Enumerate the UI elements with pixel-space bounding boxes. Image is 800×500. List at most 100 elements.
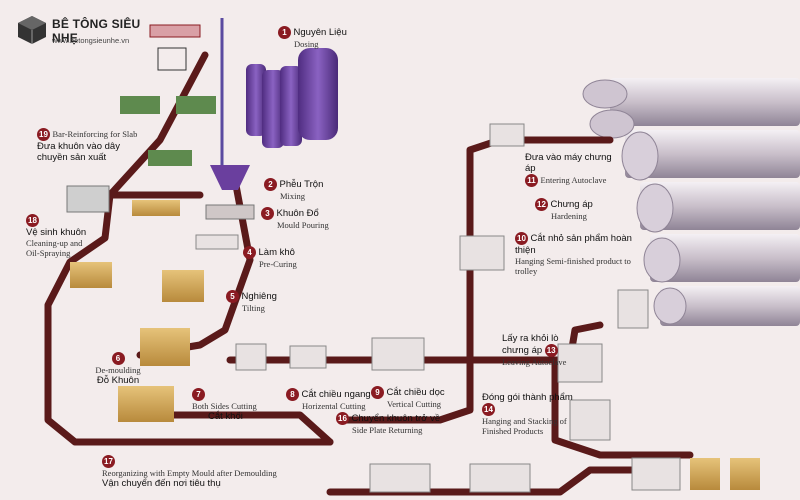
cutting-block bbox=[289, 345, 327, 369]
step-7-title: Cắt khối bbox=[208, 411, 243, 422]
cube-logo-icon bbox=[18, 16, 46, 44]
side-plate bbox=[118, 386, 174, 422]
step-6-badge: 6 bbox=[111, 352, 125, 365]
autoclave-cylinder bbox=[625, 130, 800, 178]
rebar-frame bbox=[157, 47, 187, 71]
trolley-product bbox=[459, 235, 505, 271]
step-5-label: 5 Nghiêng Tilting bbox=[226, 290, 277, 313]
autoclave-group bbox=[582, 78, 800, 326]
step-6-subtitle: De-moulding bbox=[95, 365, 141, 375]
step-9-badge: 9 bbox=[371, 386, 384, 399]
reinforcement-cage bbox=[148, 150, 192, 166]
step-11-subtitle: Entering Autoclave bbox=[540, 174, 607, 185]
step-8-label: 8 Cắt chiều ngang Horizental Cutting bbox=[286, 388, 371, 411]
cleaning-machine bbox=[66, 185, 110, 213]
autoclave-door bbox=[582, 79, 628, 109]
step-10-subtitle: Hanging Semi-finished product to trolley bbox=[515, 256, 631, 276]
step-16-subtitle: Side Plate Returning bbox=[352, 425, 423, 435]
step-3-label: 3 Khuôn Đổ Mould Pouring bbox=[261, 207, 329, 230]
step-11-label: Đưa vào máy chưng áp 11 Entering Autocla… bbox=[525, 152, 615, 187]
step-17-label: 17 Reorganizing with Empty Mould after D… bbox=[102, 455, 277, 489]
step-4-label: 4 Làm khô Pre-Curing bbox=[243, 246, 297, 269]
step-12-subtitle: Hardening bbox=[551, 211, 587, 221]
step-17-title: Vận chuyển đến nơi tiêu thụ bbox=[102, 478, 221, 489]
step-16-label: 16 Chuyển khuôn trở về Side Plate Return… bbox=[336, 412, 440, 435]
finished-stack bbox=[557, 343, 603, 383]
silo-group bbox=[205, 18, 338, 220]
step-10-label: 10 Cắt nhỏ sản phẩm hoàn thiện Hanging S… bbox=[515, 232, 637, 276]
autoclave-door bbox=[636, 183, 674, 233]
step-9-subtitle: Vertical Cutting bbox=[387, 399, 442, 409]
autoclave-trolley bbox=[489, 123, 525, 147]
step-14-subtitle: Hanging and Stacking of Finished Product… bbox=[482, 416, 567, 436]
step-17-badge: 17 bbox=[102, 455, 115, 468]
step-8-subtitle: Horizental Cutting bbox=[302, 401, 366, 411]
step-1-label: 1 Nguyên Liệu Dosing bbox=[278, 26, 347, 49]
mould-group bbox=[66, 123, 760, 493]
step-7-label: 7 Both Sides Cutting Cắt khối bbox=[192, 388, 257, 422]
autoclave-cylinder bbox=[640, 182, 800, 230]
step-19-label: 19 Bar-Reinforcing for Slab Đưa khuôn và… bbox=[37, 128, 147, 163]
tilting-mould bbox=[162, 270, 204, 302]
step-5-badge: 5 bbox=[226, 290, 239, 303]
step-6-title: Đỗ Khuôn bbox=[96, 375, 140, 386]
step-14-title: Đóng gói thành phẩm bbox=[482, 392, 573, 403]
curing-mould bbox=[195, 234, 239, 250]
product-pallet bbox=[469, 463, 531, 493]
step-16-badge: 16 bbox=[336, 412, 349, 425]
step-11-title: Đưa vào máy chưng áp bbox=[525, 152, 612, 174]
step-4-title: Làm khô bbox=[258, 246, 295, 258]
silo bbox=[246, 64, 266, 136]
reinforcement-cage bbox=[120, 96, 160, 114]
brand-logo: BÊ TÔNG SIÊU NHẸ www.betongsieunhe.vn bbox=[16, 14, 168, 48]
step-19-title: Đưa khuôn vào dây chuyền sản xuất bbox=[37, 141, 120, 163]
brand-website: www.betongsieunhe.vn bbox=[52, 36, 130, 45]
step-3-badge: 3 bbox=[261, 207, 274, 220]
step-14-label: Đóng gói thành phẩm 14 Hanging and Stack… bbox=[482, 392, 582, 436]
step-12-title: Chưng áp bbox=[550, 198, 593, 210]
step-4-badge: 4 bbox=[243, 246, 256, 259]
product-pallet bbox=[369, 463, 431, 493]
step-12-label: 12 Chưng áp Hardening bbox=[535, 198, 593, 221]
step-2-badge: 2 bbox=[264, 178, 277, 191]
step-1-badge: 1 bbox=[278, 26, 291, 39]
rebar-roll bbox=[149, 24, 201, 38]
step-3-subtitle: Mould Pouring bbox=[277, 220, 329, 230]
cutting-block bbox=[235, 343, 267, 371]
silo bbox=[298, 48, 338, 140]
step-1-title: Nguyên Liệu bbox=[293, 26, 347, 38]
step-13-badge: 13 bbox=[544, 344, 558, 357]
step-4-subtitle: Pre-Curing bbox=[259, 259, 297, 269]
demould-box bbox=[140, 328, 190, 366]
step-13-subtitle: Leaving Autoclave bbox=[502, 357, 567, 367]
step-16-title: Chuyển khuôn trở về bbox=[351, 412, 441, 424]
step-5-title: Nghiêng bbox=[241, 290, 277, 302]
step-10-badge: 10 bbox=[515, 232, 528, 245]
step-8-badge: 8 bbox=[286, 388, 299, 401]
product-crate bbox=[690, 458, 720, 490]
step-14-badge: 14 bbox=[482, 403, 495, 416]
packed-stack bbox=[569, 399, 611, 441]
cutting-block bbox=[371, 337, 425, 371]
step-18-subtitle: Cleaning-up and Oil-Spraying bbox=[26, 238, 83, 258]
step-17-subtitle: Reorganizing with Empty Mould after Demo… bbox=[102, 468, 277, 478]
autoclave-door bbox=[653, 287, 687, 325]
pouring-mould bbox=[205, 204, 255, 220]
autoclave-door bbox=[621, 131, 659, 181]
step-19-subtitle: Bar-Reinforcing for Slab bbox=[52, 128, 138, 139]
reinforcing-area bbox=[120, 24, 216, 166]
step-8-title: Cắt chiều ngang bbox=[301, 388, 371, 400]
autoclave-cylinder bbox=[610, 78, 800, 126]
step-5-subtitle: Tilting bbox=[242, 303, 265, 313]
product-crate bbox=[730, 458, 760, 490]
silo bbox=[262, 70, 284, 148]
step-19-badge: 19 bbox=[37, 128, 50, 141]
step-10-title: Cắt nhỏ sản phẩm hoàn thiện bbox=[515, 232, 632, 256]
step-6-label: 6 De-moulding Đỗ Khuôn bbox=[78, 352, 158, 386]
step-9-title: Cắt chiều dọc bbox=[386, 386, 445, 398]
reinforcement-cage bbox=[176, 96, 216, 114]
autoclave-output bbox=[617, 289, 649, 329]
autoclave-cylinder bbox=[650, 234, 800, 282]
step-2-title: Phễu Trộn bbox=[279, 178, 324, 190]
